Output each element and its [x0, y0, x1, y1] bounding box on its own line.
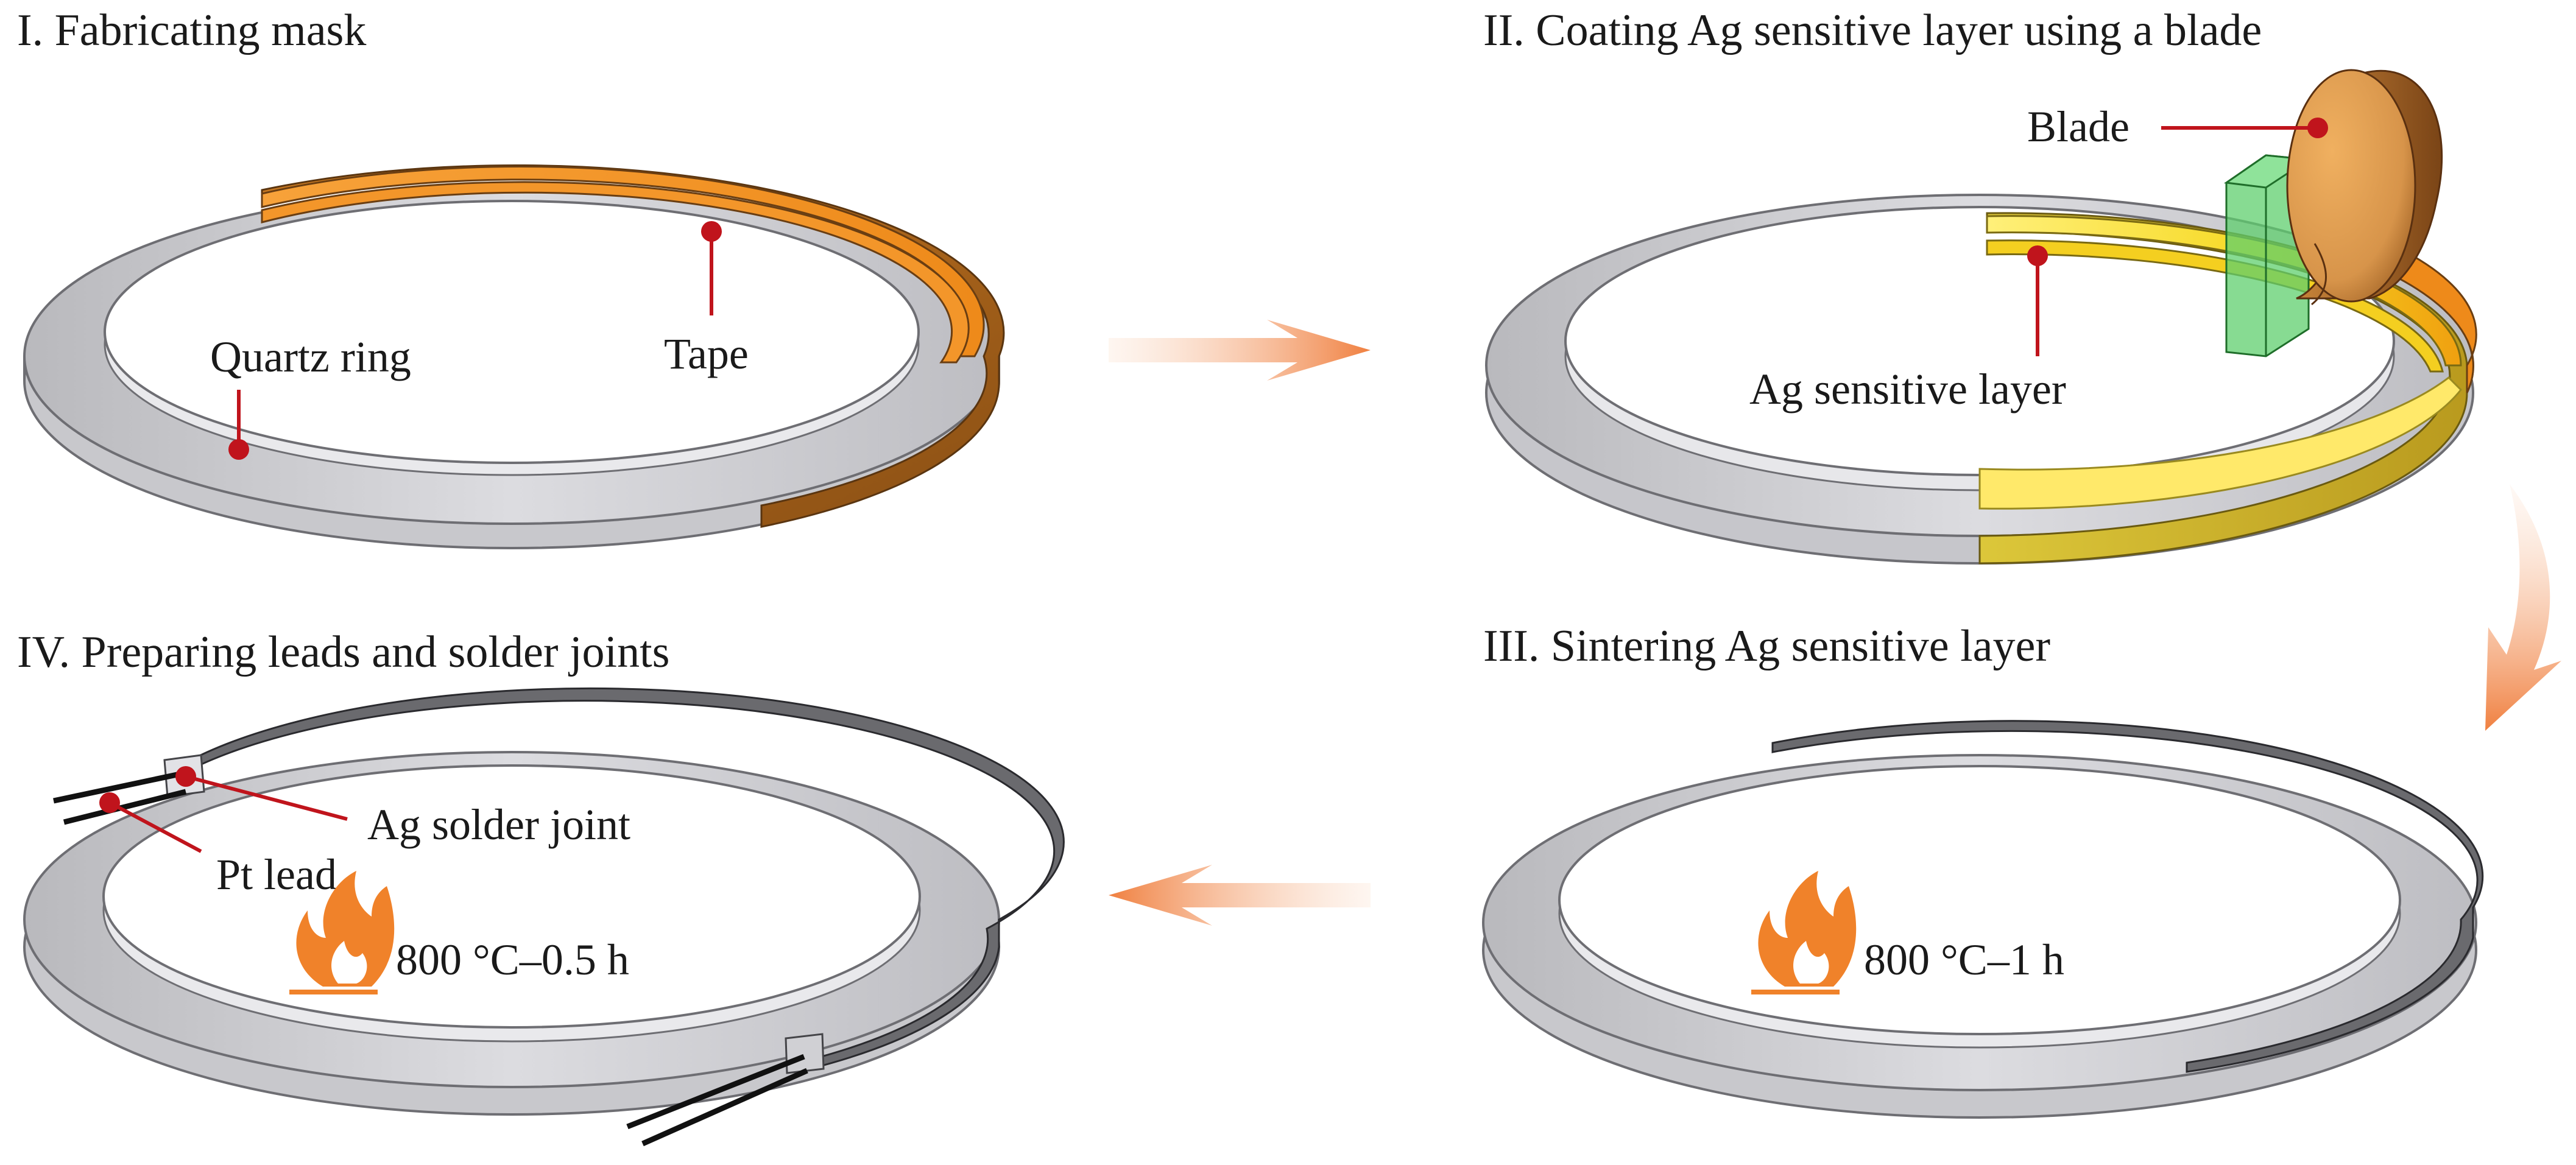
pt-lead — [53, 770, 808, 1147]
ag-solder-joint-bottom — [785, 1033, 825, 1074]
flame-icon — [289, 871, 395, 994]
leader-quartz-ring — [228, 390, 249, 460]
arrow-down-icon — [2485, 484, 2561, 731]
leader-tape — [701, 221, 722, 315]
sintered-ag-layer — [1771, 720, 2484, 1073]
label-heat-2: 800 °C–0.5 h — [396, 935, 629, 984]
panel-4-title: IV. Preparing leads and solder joints — [17, 627, 669, 677]
panel-2-title: II. Coating Ag sensitive layer using a b… — [1483, 5, 2262, 55]
label-solder-joint: Ag solder joint — [367, 800, 630, 849]
leader-solder-joint — [175, 766, 348, 821]
label-pt-lead: Pt lead — [216, 850, 337, 899]
label-tape: Tape — [664, 329, 749, 378]
leader-blade — [2161, 118, 2328, 138]
leader-ag-layer — [2027, 245, 2048, 356]
quartz-ring-1 — [23, 188, 1000, 549]
quartz-ring-3 — [1482, 754, 2477, 1119]
panel-2: II. Coating Ag sensitive layer using a b… — [1483, 5, 2477, 565]
flame-icon — [1751, 871, 1857, 994]
arrow-left-icon — [1109, 865, 1371, 926]
quartz-ring-4 — [23, 751, 1000, 1116]
arrow-right-icon — [1109, 320, 1371, 381]
leader-pt-lead — [99, 792, 202, 853]
panel-3-title: III. Sintering Ag sensitive layer — [1483, 621, 2050, 671]
label-ag-layer: Ag sensitive layer — [1749, 365, 2066, 414]
label-heat-1: 800 °C–1 h — [1864, 935, 2064, 984]
panel-1-title: I. Fabricating mask — [17, 5, 366, 55]
label-quartz-ring: Quartz ring — [210, 333, 411, 381]
panel-4: IV. Preparing leads and solder joints Ag… — [17, 627, 1065, 1147]
label-blade: Blade — [2027, 102, 2130, 151]
panel-3: III. Sintering Ag sensitive layer 800 °C… — [1482, 621, 2484, 1119]
tape-mask — [261, 164, 1005, 528]
panel-1: I. Fabricating mask Tape Quartz ring — [17, 5, 1005, 549]
